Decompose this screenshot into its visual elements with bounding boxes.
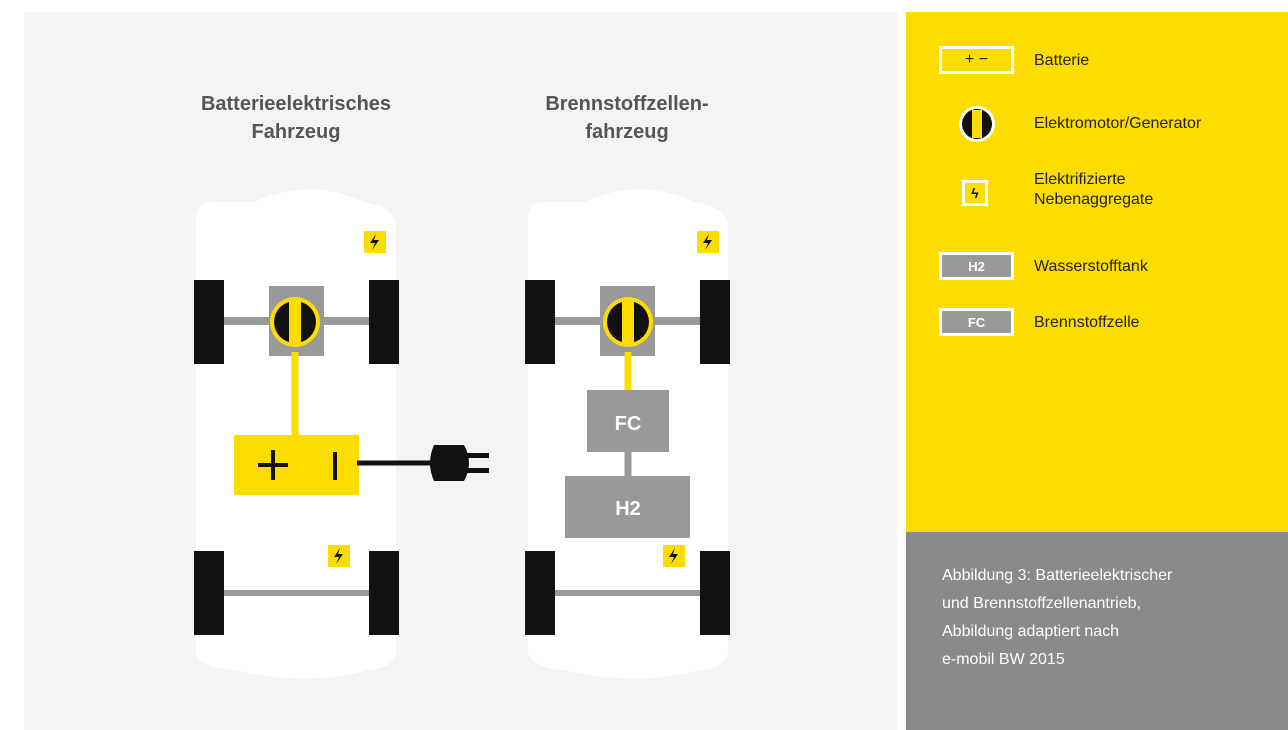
aux-icon-fuel-cell-rear (663, 545, 685, 567)
wheel-rear-left-battery (194, 551, 224, 635)
fuel-cell-box (587, 390, 669, 452)
wheel-front-right-battery (369, 280, 399, 364)
aux-icon-fuel-cell-front (697, 231, 719, 253)
legend-h2-icon: H2 (939, 252, 1014, 280)
legend-battery-icon: + − (939, 46, 1014, 74)
caption-panel: Abbildung 3: Batterieelektrischer und Br… (906, 532, 1288, 730)
legend-battery-label: Batterie (1034, 52, 1090, 69)
legend-battery-symbol: + − (964, 51, 989, 68)
aux-icon-battery-rear (328, 545, 350, 567)
fuel-cell-vehicle-title: Brennstoffzellen- fahrzeug (545, 93, 709, 143)
legend-motor-label: Elektromotor/Generator (1034, 115, 1202, 132)
legend-aux-icon: ϟ (962, 180, 988, 206)
diagram-panel: FC H2 Batterieelektrisches Fahrzeug Bren… (24, 12, 897, 730)
wheel-front-left-fuel-cell (525, 280, 555, 364)
wheel-front-right-fuel-cell (700, 280, 730, 364)
legend-panel: + − Batterie Elektromotor/Generator ϟ El… (906, 12, 1288, 532)
fuel-cell-label: FC (615, 413, 642, 435)
aux-icon-battery-front (364, 231, 386, 253)
legend-motor-icon (959, 106, 995, 142)
legend-h2-symbol: H2 (968, 258, 985, 274)
drivetrain-diagram: FC H2 (194, 189, 730, 679)
legend-fc-symbol: FC (967, 314, 986, 330)
hydrogen-tank-box (565, 476, 690, 538)
wheel-rear-right-battery (369, 551, 399, 635)
legend-h2-label: Wasserstofftank (1034, 258, 1148, 275)
battery-icon (234, 435, 359, 495)
figure-caption: Abbildung 3: Batterieelektrischer und Br… (942, 567, 1173, 668)
charging-plug-icon (357, 445, 489, 481)
legend-aux-label: Elektrifizierte Nebenaggregate (1034, 171, 1154, 208)
fuel-cell-vehicle: FC H2 (525, 189, 730, 679)
legend-aux-symbol: ϟ (971, 185, 979, 201)
motor-icon-fuel-cell (603, 297, 653, 347)
motor-icon-battery (270, 297, 320, 347)
wheel-rear-right-fuel-cell (700, 551, 730, 635)
battery-vehicle-title: Batterieelektrisches Fahrzeug (200, 93, 392, 143)
wheel-front-left-battery (194, 280, 224, 364)
legend-fc-label: Brennstoffzelle (1034, 314, 1140, 331)
wheel-rear-left-fuel-cell (525, 551, 555, 635)
hydrogen-tank-label: H2 (615, 498, 641, 520)
battery-vehicle (194, 189, 489, 679)
legend-fc-icon: FC (939, 308, 1014, 336)
